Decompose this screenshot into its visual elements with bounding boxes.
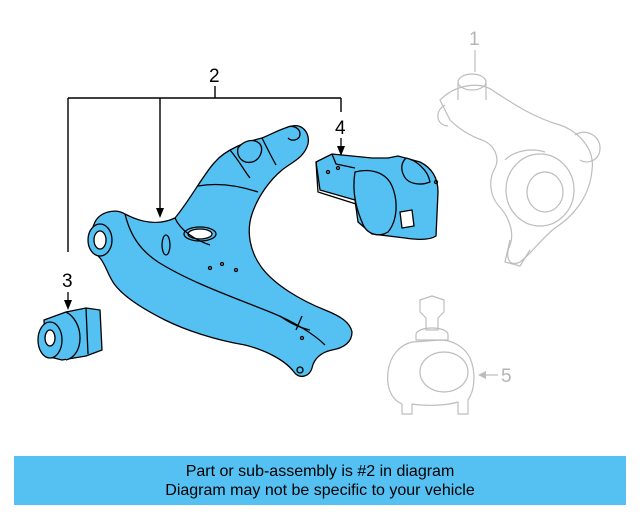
rear-bushing xyxy=(315,153,439,240)
callout-4: 4 xyxy=(335,118,346,139)
callout-4-arrow xyxy=(337,146,345,156)
callout-2-arrow xyxy=(156,208,164,218)
callout-1: 1 xyxy=(469,29,480,50)
callout-2: 2 xyxy=(209,66,220,87)
callout-5-arrow xyxy=(478,371,486,379)
front-bushing xyxy=(37,307,103,361)
callout-3-arrow xyxy=(64,300,72,310)
banner-line-1: Part or sub-assembly is #2 in diagram xyxy=(185,462,455,480)
callout-5: 5 xyxy=(501,366,512,387)
callout-2-bracket xyxy=(67,86,342,252)
ball-joint-faded xyxy=(387,295,475,415)
steering-knuckle-faded xyxy=(437,73,601,267)
info-banner: Part or sub-assembly is #2 in diagram Di… xyxy=(14,456,626,505)
control-arm xyxy=(87,125,353,378)
banner-line-2: Diagram may not be specific to your vehi… xyxy=(165,481,475,499)
callout-3: 3 xyxy=(62,271,73,292)
